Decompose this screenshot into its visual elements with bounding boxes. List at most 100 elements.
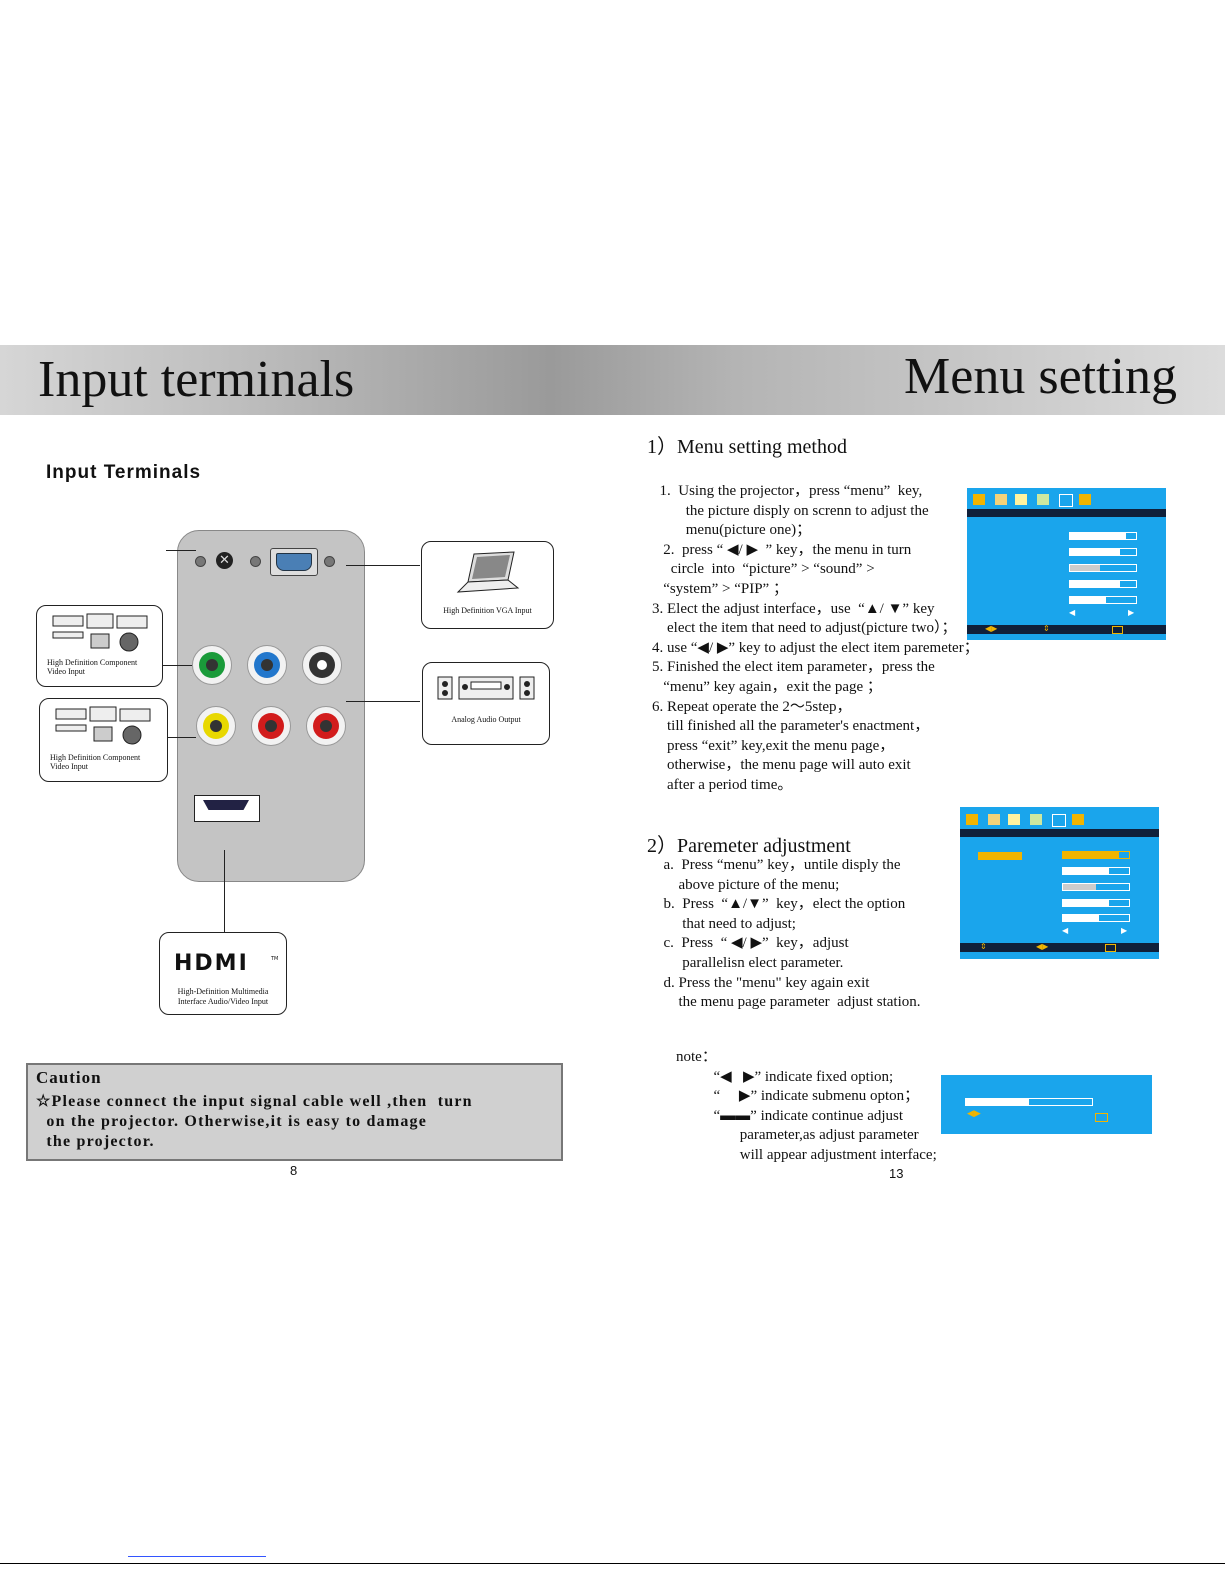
power-button-icon: ✕	[216, 552, 233, 569]
left-page-title: Input terminals	[38, 351, 355, 408]
hdmi-input-label: High-Definition Multimedia Interface Aud…	[177, 987, 269, 1006]
right-page-number: 13	[889, 1166, 904, 1181]
osd-slider-fill	[1063, 852, 1120, 858]
left-right-icon: ◀▶	[985, 624, 998, 633]
video-jack-icon	[196, 706, 236, 746]
video-devices-icon	[52, 613, 148, 652]
osd-title-strip	[967, 509, 1166, 517]
indicator-dot	[250, 556, 261, 567]
caution-box: Caution ☆Please connect the input signal…	[26, 1063, 563, 1161]
audio-output-callout: Analog Audio Output	[422, 662, 550, 745]
right-arrow-icon: ▶	[1121, 926, 1128, 935]
footer-link-underline	[128, 1556, 266, 1557]
menu-method-heading: 1）Menu setting method	[647, 436, 847, 458]
connector-line	[166, 550, 196, 551]
osd-slider	[1069, 596, 1137, 604]
osd-status-strip: ⇕ ◀▶	[960, 942, 1159, 952]
parameter-adjustment-heading: 2）Paremeter adjustment	[647, 835, 851, 857]
sound-tab-icon	[988, 814, 1000, 825]
right-arrow-icon: ▶	[1128, 608, 1135, 617]
vga-port-icon	[270, 548, 318, 576]
pip-tab-icon	[1079, 494, 1091, 505]
osd-slider-fill	[1070, 533, 1127, 539]
osd-slider	[1069, 548, 1137, 556]
left-arrow-icon: ◀	[1062, 926, 1069, 935]
osd-slider-fill	[1070, 565, 1100, 571]
osd-slider-fill	[1070, 549, 1120, 555]
screen-tab-icon	[1052, 814, 1066, 827]
up-down-icon: ⇕	[980, 942, 987, 951]
hdmi-input-callout: HDMI TM High-Definition Multimedia Inter…	[159, 932, 287, 1015]
osd-slider	[1069, 532, 1137, 540]
connector-line	[224, 850, 225, 932]
component-video-label-2: High Definition Component Video Input	[50, 753, 141, 771]
setup-tab-icon	[1008, 814, 1020, 825]
connector-line	[346, 701, 420, 702]
setup-tab-icon	[1015, 494, 1027, 505]
osd-slider	[1069, 580, 1137, 588]
osd-title-strip	[960, 829, 1159, 837]
pip-tab-icon	[1072, 814, 1084, 825]
hdmi-logo: HDMI	[174, 951, 249, 976]
caution-title: Caution	[36, 1068, 102, 1087]
sound-tab-icon	[995, 494, 1007, 505]
connector-line	[166, 737, 196, 738]
amplifier-icon	[437, 676, 535, 700]
osd-slider-fill	[1063, 884, 1096, 890]
connector-line	[162, 665, 192, 666]
osd-slider	[1069, 564, 1137, 572]
left-right-icon: ◀▶	[967, 1109, 981, 1119]
osd-slider	[1062, 899, 1130, 907]
header-banner	[0, 345, 1225, 415]
audio-output-label: Analog Audio Output	[451, 715, 521, 724]
menu-key-icon	[1112, 626, 1123, 634]
function-tab-icon	[1037, 494, 1049, 505]
osd-slider	[1062, 914, 1130, 922]
hdmi-trademark: TM	[271, 956, 279, 962]
picture-tab-icon	[966, 814, 978, 825]
audio-left-jack-icon	[306, 706, 346, 746]
picture-tab-icon	[973, 494, 985, 505]
left-arrow-icon: ◀	[1069, 608, 1076, 617]
osd-slider-fill	[1063, 900, 1110, 906]
osd-adjust-bar-screenshot: ◀▶	[941, 1075, 1152, 1134]
input-terminals-heading: Input Terminals	[46, 462, 202, 483]
vga-input-callout: High Definition VGA Input	[421, 541, 554, 629]
parameter-adjustment-steps: a. Press “menu” key，untile disply the ab…	[663, 857, 921, 1011]
audio-right-jack-icon	[251, 706, 291, 746]
osd-status-strip: ◀▶ ⇕	[967, 624, 1166, 634]
up-down-icon: ⇕	[1043, 624, 1050, 633]
connector-line	[346, 565, 420, 566]
osd-slider	[1062, 883, 1130, 891]
hdmi-port-icon	[194, 795, 260, 822]
component-video-callout-2: High Definition Component Video Input	[39, 698, 168, 782]
component-video-label: High Definition Component Video Input	[47, 658, 138, 676]
osd-selected-item	[978, 852, 1022, 860]
component-video-callout: High Definition Component Video Input	[36, 605, 163, 687]
caution-text: ☆Please connect the input signal cable w…	[36, 1093, 473, 1150]
indicator-dot	[324, 556, 335, 567]
right-page-title: Menu setting	[904, 348, 1177, 405]
component-pb-jack-icon	[247, 645, 287, 685]
osd-slider	[965, 1098, 1093, 1106]
osd-slider-fill	[1070, 597, 1107, 603]
osd-slider-fill	[966, 1099, 1029, 1105]
page-bottom-rule	[0, 1563, 1225, 1564]
indicator-dot	[195, 556, 206, 567]
video-devices-icon	[55, 706, 151, 745]
component-pr-jack-icon	[302, 645, 342, 685]
laptop-icon	[456, 551, 520, 593]
menu-key-icon	[1105, 944, 1116, 952]
osd-slider-fill	[1063, 915, 1100, 921]
osd-slider-fill	[1070, 581, 1120, 587]
menu-method-steps: 1. Using the projector，press “menu” key,…	[652, 483, 979, 793]
menu-key-icon	[1095, 1113, 1108, 1122]
left-page-number: 8	[290, 1163, 298, 1178]
osd-slider-fill	[1063, 868, 1110, 874]
osd-slider	[1062, 867, 1130, 875]
osd-menu-screenshot-2: ◀ ▶ ⇕ ◀▶	[960, 807, 1159, 959]
osd-menu-screenshot-1: ◀ ▶ ◀▶ ⇕	[967, 488, 1166, 640]
screen-tab-icon	[1059, 494, 1073, 507]
vga-input-label: High Definition VGA Input	[443, 606, 532, 615]
left-right-icon: ◀▶	[1036, 942, 1049, 951]
